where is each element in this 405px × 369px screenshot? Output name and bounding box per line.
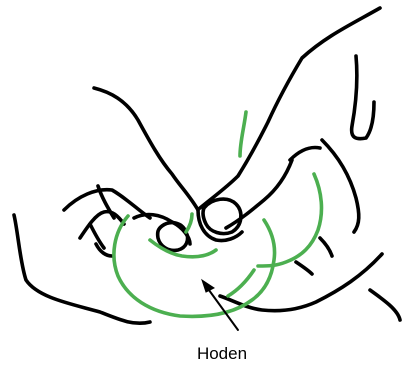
pointer-line — [205, 285, 239, 331]
highlighted-structure — [112, 110, 324, 319]
structure-label: Hoden — [196, 344, 248, 363]
left-hand-knuckle — [96, 184, 116, 220]
right-hand-index-bottom — [224, 158, 294, 230]
right-thumb-nail — [201, 197, 243, 236]
left-hand-crease-b — [94, 242, 114, 258]
left-thumb-nail — [155, 220, 190, 253]
structure-stem — [238, 110, 248, 158]
left-hand — [12, 86, 200, 326]
left-hand-finger-lower — [62, 187, 152, 220]
right-hand-crease-a — [318, 236, 334, 258]
label-pointer — [201, 278, 239, 331]
right-hand-lower-palm — [218, 252, 384, 313]
right-hand-thumb-crease — [288, 145, 322, 162]
right-hand-crease-b — [294, 260, 314, 276]
left-hand-finger-upper — [92, 86, 200, 212]
right-hand-back — [349, 54, 376, 141]
pointer-arrowhead — [201, 278, 215, 293]
structure-top-connection — [184, 212, 194, 234]
left-hand-palm-outline — [12, 213, 152, 326]
left-hand-crease-a — [88, 222, 106, 250]
right-hand-index-top — [198, 6, 382, 210]
right-hand-wrist — [368, 288, 402, 322]
structure-right-lobe — [256, 172, 324, 268]
right-hand-lower-finger — [320, 138, 361, 234]
left-hand-finger-fold — [78, 209, 126, 240]
structure-inner-curve — [148, 238, 218, 259]
left-thumb-outline — [132, 212, 192, 246]
structure-right-edge — [226, 268, 256, 298]
right-thumb-outline — [196, 208, 244, 243]
right-hand — [196, 6, 402, 322]
structure-outline — [112, 214, 277, 319]
